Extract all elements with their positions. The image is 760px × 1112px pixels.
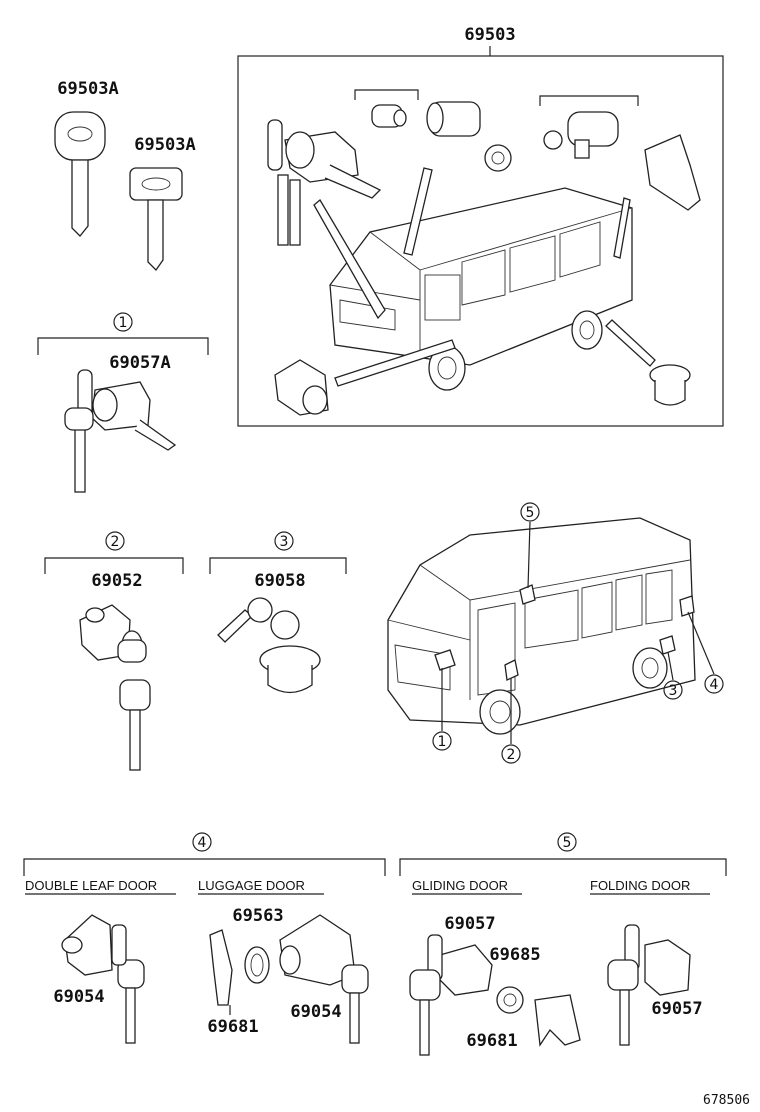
kit-rear-lock [543, 111, 701, 211]
key-b-part-number: 69503A [134, 135, 195, 155]
group1-callout: 1 [119, 315, 128, 331]
group4-callout: 4 [198, 835, 207, 851]
gliding-part-69057: 69057 [444, 914, 495, 934]
double-leaf-door-lock [61, 914, 145, 1044]
group3-part-number: 69058 [254, 571, 305, 591]
group5-callout-circle [557, 832, 577, 852]
kit-bracket-left [354, 89, 419, 100]
key-b-icon [129, 167, 183, 272]
folding-door-caption: FOLDING DOOR [590, 878, 690, 893]
kit-box [237, 46, 724, 427]
diagram-reference-number: 678506 [703, 1093, 750, 1108]
group2-part-number: 69052 [91, 571, 142, 591]
gliding-door-caption: GLIDING DOOR [412, 878, 508, 893]
group1-callout-circle [113, 312, 133, 332]
van-callout-1-circle [432, 731, 452, 751]
group4-callout-circle [192, 832, 212, 852]
luggage-door-lock-parts [209, 914, 369, 1044]
van-callout-1: 1 [438, 734, 447, 750]
van-callout-2-circle [501, 744, 521, 764]
kit-door-cylinder [426, 101, 512, 172]
kit-fuel-cap [649, 364, 691, 406]
group3-callout-circle [274, 531, 294, 551]
gliding-part-69681: 69681 [466, 1031, 517, 1051]
group3-bracket [209, 557, 347, 574]
group1-ignition-lock [64, 369, 177, 493]
kit-van-illustration [329, 187, 633, 391]
group2-bracket [44, 557, 184, 574]
kit-bracket-right [539, 95, 639, 106]
group3-callout: 3 [280, 534, 289, 550]
group2-callout: 2 [111, 534, 120, 550]
van-callout-4: 4 [710, 677, 719, 693]
group4-bracket [23, 858, 386, 876]
group5-callout: 5 [563, 835, 572, 851]
group1-part-number: 69057A [109, 353, 170, 373]
van-callout-3: 3 [669, 683, 678, 699]
luggage-part-69681: 69681 [207, 1017, 258, 1037]
key-a-icon [54, 111, 106, 237]
kit-small-cylinder [371, 104, 407, 128]
double-leaf-door-part-number: 69054 [53, 987, 104, 1007]
van-callout-5-circle [520, 502, 540, 522]
group1-bracket [37, 337, 209, 355]
van-callout-5: 5 [526, 505, 535, 521]
main-van-illustration [387, 517, 696, 735]
group2-callout-circle [105, 531, 125, 551]
van-callout-3-circle [663, 680, 683, 700]
kit-handle-lock-left [274, 359, 329, 416]
luggage-door-caption: LUGGAGE DOOR [198, 878, 305, 893]
gliding-part-69685: 69685 [489, 945, 540, 965]
main-van-callout-leaders [441, 521, 715, 744]
key-a-part-number: 69503A [57, 79, 118, 99]
double-leaf-door-caption: DOUBLE LEAF DOOR [25, 878, 157, 893]
group2-door-lock [79, 604, 151, 771]
folding-door-lock [607, 924, 691, 1046]
gliding-door-lock-parts [409, 934, 581, 1056]
luggage-part-69563: 69563 [232, 906, 283, 926]
kit-part-number: 69503 [464, 25, 515, 45]
van-callout-4-circle [704, 674, 724, 694]
group5-bracket [399, 858, 727, 876]
van-callout-2: 2 [507, 747, 516, 763]
kit-ignition-lock [267, 119, 382, 246]
group3-fuel-lock [217, 597, 321, 694]
folding-part-69057: 69057 [651, 999, 702, 1019]
luggage-part-69054: 69054 [290, 1002, 341, 1022]
kit-arrows [313, 167, 656, 387]
